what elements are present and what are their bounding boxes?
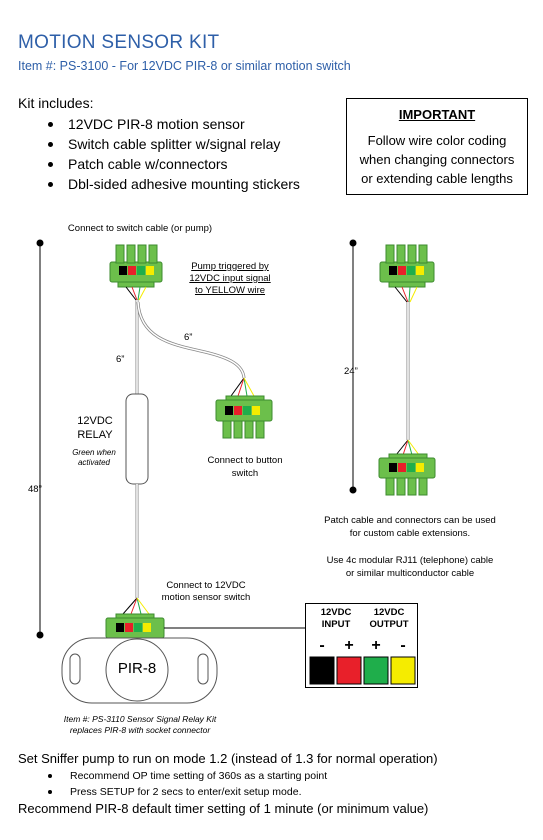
connect-switch-label: Connect to switch cable (or pump) <box>67 223 213 234</box>
relay-label: 12VDC RELAY <box>70 414 120 442</box>
rj11-note-line: Use 4c modular RJ11 (telephone) cable <box>326 555 494 566</box>
rj11-note: Use 4c modular RJ11 (telephone) cable or… <box>300 554 520 580</box>
pir-sensor <box>61 637 218 704</box>
important-line: Follow wire color coding <box>367 133 507 148</box>
connect-motion-line: motion sensor switch <box>161 592 251 603</box>
pump-trigger-note: Pump triggered by 12VDC input signal to … <box>180 261 280 297</box>
list-item: Press SETUP for 2 secs to enter/exit set… <box>48 784 327 800</box>
list-item: Switch cable splitter w/signal relay <box>48 134 300 154</box>
legend-sign: + <box>371 637 381 654</box>
dimension-24 <box>349 239 357 494</box>
main-length-label: 6” <box>116 354 125 365</box>
legend-output-line: 12VDC <box>373 607 405 618</box>
dimension-48 <box>36 239 44 639</box>
list-item: Patch cable w/connectors <box>48 154 300 174</box>
important-box: IMPORTANT Follow wire color coding when … <box>346 98 528 195</box>
list-item-label: Press SETUP for 2 secs to enter/exit set… <box>70 786 302 798</box>
item-note: Item #: PS-3110 Sensor Signal Relay Kit … <box>30 714 250 736</box>
list-item-label: Switch cable splitter w/signal relay <box>68 136 281 152</box>
legend-output-line: OUTPUT <box>369 619 409 630</box>
bullet-icon <box>48 142 53 147</box>
bottom-connector <box>105 597 165 639</box>
relay-note-line: activated <box>77 458 111 467</box>
legend-output-label: 12VDC OUTPUT <box>364 607 414 631</box>
important-title: IMPORTANT <box>398 107 476 122</box>
connect-motion-line: Connect to 12VDC <box>166 580 246 591</box>
list-item: 12VDC PIR-8 motion sensor <box>48 114 300 134</box>
patch-cable <box>378 244 436 496</box>
important-line: when changing connectors <box>359 152 515 167</box>
pin-legend <box>305 603 418 688</box>
connect-motion-label: Connect to 12VDC motion sensor switch <box>150 580 262 604</box>
list-item-label: Dbl-sided adhesive mounting stickers <box>68 176 300 192</box>
important-line: or extending cable lengths <box>361 171 513 186</box>
pump-trigger-line: 12VDC input signal <box>189 273 271 284</box>
timer-recommendation: Recommend PIR-8 default timer setting of… <box>18 801 429 816</box>
pump-trigger-line: Pump triggered by <box>191 261 269 272</box>
relay-label-line: RELAY <box>77 429 113 441</box>
list-item-label: 12VDC PIR-8 motion sensor <box>68 116 245 132</box>
length-24-label: 24” <box>344 366 358 377</box>
relay-note-line: Green when <box>72 448 116 457</box>
connect-button-line: switch <box>231 468 259 479</box>
sensor-label: PIR-8 <box>117 660 157 677</box>
mode-instruction: Set Sniffer pump to run on mode 1.2 (ins… <box>18 751 438 766</box>
relay-note: Green when activated <box>64 448 124 468</box>
important-text: Follow wire color coding when changing c… <box>347 131 527 188</box>
legend-input-label: 12VDC INPUT <box>312 607 360 631</box>
bullet-icon <box>48 790 52 794</box>
top-connector <box>109 244 163 288</box>
bullet-icon <box>48 162 53 167</box>
patch-note: Patch cable and connectors can be used f… <box>300 514 520 540</box>
relay-label-line: 12VDC <box>77 415 113 427</box>
item-note-line: Item #: PS-3110 Sensor Signal Relay Kit <box>63 714 217 724</box>
bullet-icon <box>48 122 53 127</box>
legend-sign: - <box>319 637 325 654</box>
page-subtitle: Item #: PS-3100 - For 12VDC PIR-8 or sim… <box>18 59 351 73</box>
list-item-label: Recommend OP time setting of 360s as a s… <box>70 770 328 782</box>
list-item-label: Patch cable w/connectors <box>68 156 228 172</box>
rj11-note-line: or similar multiconductor cable <box>345 568 475 579</box>
page-title: MOTION SENSOR KIT <box>18 32 220 53</box>
patch-note-line: Patch cable and connectors can be used <box>324 515 496 526</box>
pump-trigger-line: to YELLOW wire <box>194 285 266 296</box>
kit-heading: Kit includes: <box>18 95 94 111</box>
branch-length-label: 6” <box>184 332 193 343</box>
kit-list: 12VDC PIR-8 motion sensor Switch cable s… <box>48 114 300 194</box>
pin-legend-swatches <box>164 627 416 685</box>
bullet-icon <box>48 182 53 187</box>
legend-sign: - <box>400 637 406 654</box>
list-item: Recommend OP time setting of 360s as a s… <box>48 768 327 784</box>
length-48-label: 48” <box>28 484 42 495</box>
legend-input-line: 12VDC <box>320 607 352 618</box>
connect-button-label: Connect to button switch <box>190 454 300 480</box>
setup-list: Recommend OP time setting of 360s as a s… <box>48 768 327 800</box>
patch-note-line: for custom cable extensions. <box>349 528 471 539</box>
bullet-icon <box>48 774 52 778</box>
relay-body <box>125 393 149 485</box>
top-wire-fan <box>125 286 147 301</box>
connect-button-line: Connect to button <box>207 455 283 466</box>
legend-input-line: INPUT <box>321 619 351 630</box>
item-note-line: replaces PIR-8 with socket connector <box>69 725 211 735</box>
list-item: Dbl-sided adhesive mounting stickers <box>48 174 300 194</box>
legend-sign: + <box>344 637 354 654</box>
button-connector <box>215 377 273 439</box>
